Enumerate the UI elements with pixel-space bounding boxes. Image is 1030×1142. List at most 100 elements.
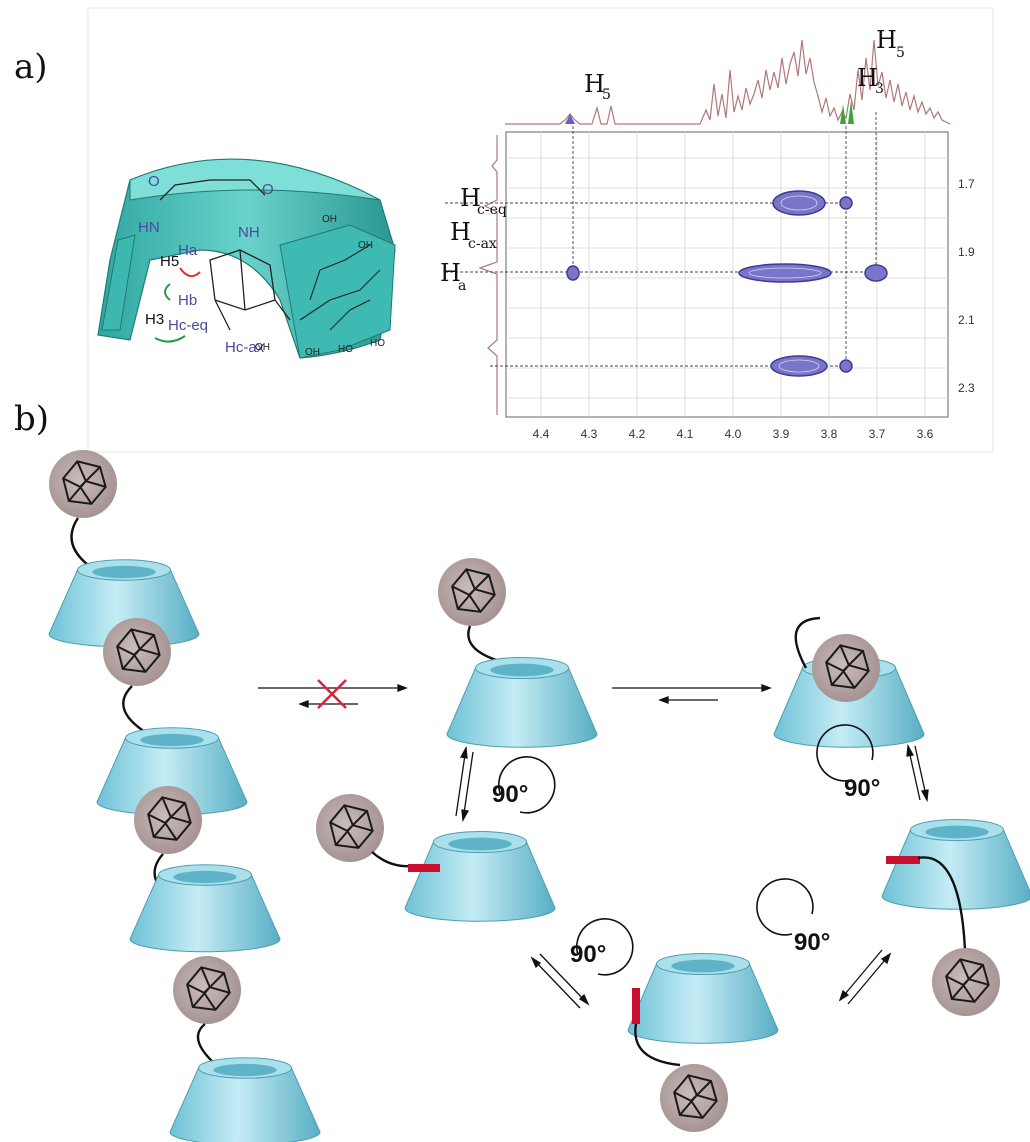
supramolecular-polymer-chain — [48, 450, 321, 1142]
adamantane-guest — [134, 786, 202, 854]
chain-linker — [122, 685, 151, 737]
cd-cup-free — [446, 656, 598, 748]
teal-cut-wall-right — [279, 224, 396, 359]
rotation-arrow-2 — [816, 724, 874, 782]
noe-arrow-red — [179, 267, 201, 278]
stopper-rot2 — [886, 856, 920, 864]
top-peak-sub-2: 3 — [875, 81, 884, 97]
x-tick-label: 4.3 — [581, 427, 598, 441]
top-peak-label-3: H — [876, 26, 897, 54]
sugar-label-3: OH — [305, 347, 320, 358]
rotation-arrow-4 — [756, 878, 814, 936]
teal-cut-wall-left — [101, 234, 136, 331]
top-peak-sub-1: 5 — [602, 87, 611, 103]
cd-cup-rot2 — [881, 818, 1030, 910]
cd-cup — [169, 1057, 321, 1142]
side-peak-sub-a: a — [458, 278, 466, 294]
threaded-linker — [794, 616, 821, 669]
label-h3: H3 — [145, 311, 164, 328]
sugar-label-5: HO — [370, 338, 385, 349]
side-peak-label-a: H — [440, 259, 461, 287]
rot1-linker — [371, 851, 413, 868]
green-peak-markers — [840, 100, 854, 124]
glucose-unit-bonds — [299, 244, 381, 331]
sugar-label-2: OH — [358, 240, 373, 251]
rot2-linker — [917, 856, 967, 951]
threading-equilibrium-arrow — [612, 684, 772, 704]
x-tick-label: 4.2 — [629, 427, 646, 441]
sugar-label-1: OH — [322, 214, 337, 225]
blocked-equilibrium-arrow — [258, 684, 408, 708]
equilibrium-arrows — [258, 684, 929, 1009]
cd-cup — [48, 559, 200, 648]
teal-ring-rim — [129, 158, 381, 201]
rotation-label-3: 90° — [570, 941, 606, 968]
y-tick-label: 2.1 — [958, 313, 975, 327]
label-nh: NH — [238, 224, 260, 241]
label-o2: O — [262, 181, 274, 198]
label-o1: O — [148, 173, 160, 190]
label-hn: HN — [138, 219, 160, 236]
side-peak-sub-ceq: c-eq — [477, 202, 507, 218]
top-peak-label-1: H — [584, 70, 605, 98]
adamantane-rot2 — [932, 948, 1000, 1016]
rot3-linker — [634, 1023, 681, 1067]
rotation-arrow-1 — [497, 756, 556, 814]
x-tick-label: 4.4 — [533, 427, 550, 441]
sugar-label-4: HO — [338, 344, 353, 355]
adamantane-rot3 — [660, 1064, 728, 1132]
equilibrium-arrow-bottom-right — [838, 949, 892, 1005]
panel-b-label: b) — [14, 399, 49, 439]
cd-cup-rot1 — [404, 830, 556, 922]
equilibrium-arrow-left-vertical — [455, 745, 474, 823]
adamantane-free — [438, 558, 506, 626]
adamantane-linker-bonds — [159, 179, 291, 331]
cross-peaks — [566, 190, 888, 377]
rotation-label-2: 90° — [844, 775, 880, 802]
noe-arrow-green-lower — [154, 335, 186, 343]
stopper-rot1 — [408, 864, 440, 872]
label-hb: Hb — [178, 292, 197, 309]
y-axis-ticks: 1.71.92.12.3 — [958, 177, 975, 395]
cd-cup — [96, 727, 248, 816]
cd-cup-rot3 — [627, 952, 779, 1044]
side-peak-label-ceq: H — [460, 184, 481, 212]
rotation-cycle — [316, 558, 1030, 1132]
cd-cup — [129, 864, 281, 953]
x-tick-label: 4.1 — [677, 427, 694, 441]
side-1d-trace — [478, 135, 498, 415]
stopper-rot3 — [632, 988, 640, 1024]
side-peak-label-cax: H — [450, 218, 471, 246]
cross-peak-contour-rings — [748, 195, 822, 373]
adamantane-included — [812, 634, 880, 702]
rotation-label-1: 90° — [492, 781, 528, 808]
top-peak-sub-3: 5 — [896, 45, 905, 61]
top-peak-label-2: H — [857, 64, 878, 92]
side-peak-sub-cax: c-ax — [468, 236, 497, 252]
sugar-label-6: OH — [255, 342, 270, 353]
label-hcax: Hc-ax — [225, 339, 265, 356]
rotation-arrow-3 — [575, 918, 634, 976]
y-tick-label: 1.9 — [958, 245, 975, 259]
x-tick-label: 3.8 — [821, 427, 838, 441]
chain-linker — [70, 517, 93, 569]
blue-peak-marker — [565, 114, 575, 124]
noe-arrow-green-upper — [164, 283, 171, 301]
label-h5: H5 — [160, 253, 179, 270]
adamantane-guest — [173, 956, 241, 1024]
adamantane-rot1 — [316, 794, 384, 862]
cyclodextrin-molecule: O O HN NH H5 Ha Hb H3 Hc-eq Hc-ax OH OH … — [97, 158, 396, 359]
adamantane-guest — [103, 618, 171, 686]
panel-a-frame — [87, 7, 994, 453]
blocked-cross — [317, 679, 347, 709]
x-tick-label: 3.9 — [773, 427, 790, 441]
label-ha: Ha — [178, 242, 198, 259]
panel-a-label: a) — [14, 47, 48, 87]
x-tick-label: 3.7 — [869, 427, 886, 441]
y-tick-label: 1.7 — [958, 177, 975, 191]
x-tick-label: 3.6 — [917, 427, 934, 441]
rotation-symbols — [497, 724, 874, 976]
